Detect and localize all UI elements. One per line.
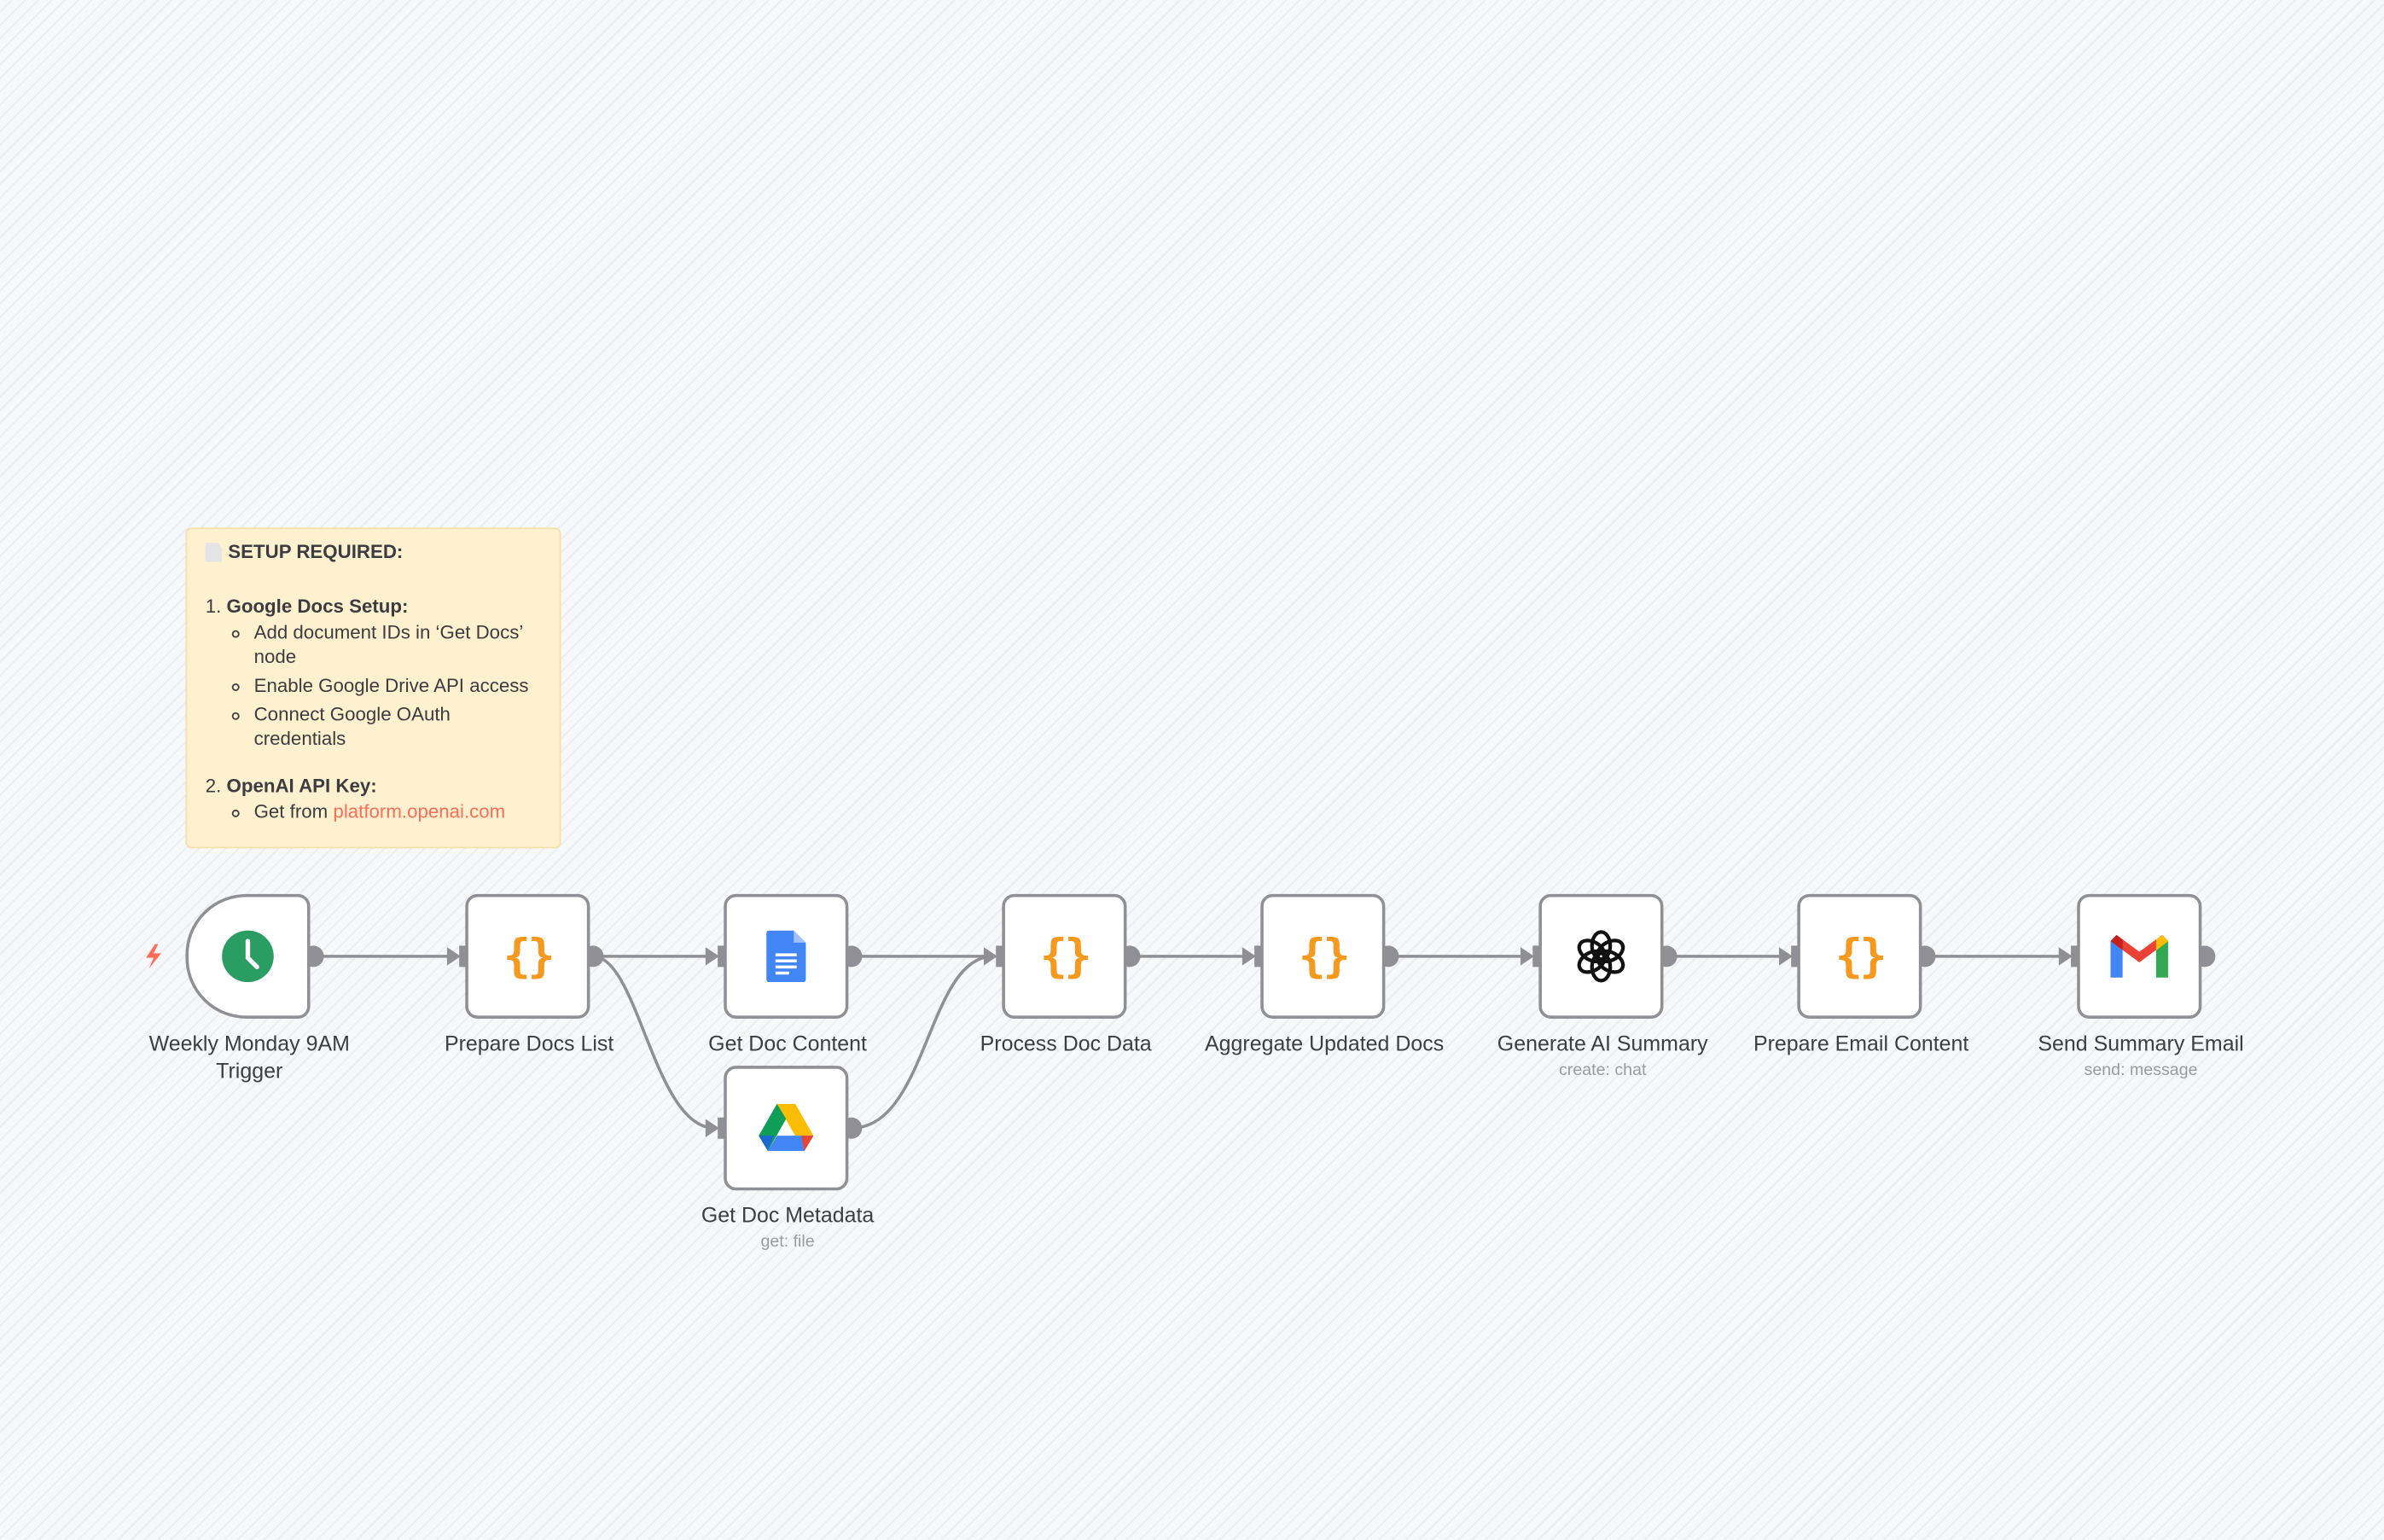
setup-step: OpenAI API Key: Get from platform.openai… xyxy=(227,776,542,824)
arrowhead xyxy=(983,947,997,966)
node-label: Generate AI Summary xyxy=(1497,1031,1708,1055)
node-prepare-docs-list[interactable]: {} xyxy=(465,893,590,1019)
node-send-summary-email[interactable] xyxy=(2077,893,2202,1019)
node-label: Aggregate Updated Docs xyxy=(1205,1031,1445,1055)
edge xyxy=(592,955,715,1130)
code-braces-icon: {} xyxy=(1835,929,1887,984)
page-icon xyxy=(205,542,223,562)
arrowhead xyxy=(705,1119,719,1137)
node-subtitle: send: message xyxy=(2084,1061,2198,1080)
input-port[interactable] xyxy=(459,945,468,968)
node-label: Get Doc Metadata xyxy=(701,1202,875,1228)
input-port[interactable] xyxy=(996,945,1005,968)
openai-platform-link[interactable]: platform.openai.com xyxy=(333,801,506,823)
node-process-doc-data[interactable]: {} xyxy=(1002,893,1127,1019)
node-trigger[interactable] xyxy=(185,893,311,1019)
setup-sticky-note[interactable]: SETUP REQUIRED: Google Docs Setup: Add d… xyxy=(185,527,561,849)
node-subtitle: get: file xyxy=(760,1233,815,1252)
code-braces-icon: {} xyxy=(503,929,555,984)
clock-icon xyxy=(220,929,275,984)
edge xyxy=(851,955,993,1130)
setup-item: Get from platform.openai.com xyxy=(254,799,542,824)
code-braces-icon: {} xyxy=(1298,929,1351,984)
setup-item: Add document IDs in ‘Get Docs’ node xyxy=(254,620,542,669)
node-label: Process Doc Data xyxy=(980,1031,1152,1055)
input-port[interactable] xyxy=(2071,945,2080,968)
gmail-icon xyxy=(2110,934,2169,978)
node-label: Get Doc Content xyxy=(708,1031,867,1055)
node-label: Prepare Docs List xyxy=(444,1031,614,1055)
input-port[interactable] xyxy=(718,1117,727,1139)
google-drive-icon xyxy=(759,1103,814,1153)
node-get-doc-metadata[interactable] xyxy=(724,1066,849,1191)
code-braces-icon: {} xyxy=(1039,929,1092,984)
trigger-bolt-icon xyxy=(146,944,161,969)
setup-item: Enable Google Drive API access xyxy=(254,673,542,698)
node-subtitle: create: chat xyxy=(1558,1061,1647,1080)
google-docs-icon xyxy=(766,930,806,983)
input-port[interactable] xyxy=(1791,945,1800,968)
setup-item: Connect Google OAuth credentials xyxy=(254,702,542,751)
node-generate-ai-summary[interactable] xyxy=(1538,893,1664,1019)
input-port[interactable] xyxy=(1532,945,1542,968)
arrowhead xyxy=(446,947,461,966)
arrowhead xyxy=(1241,947,1256,966)
node-label: Send Summary Email xyxy=(2038,1031,2244,1055)
arrowhead xyxy=(1778,947,1793,966)
input-port[interactable] xyxy=(1254,945,1264,968)
node-label: Weekly Monday 9AM Trigger xyxy=(148,1031,350,1083)
arrowhead xyxy=(1521,947,1535,966)
input-port[interactable] xyxy=(718,945,727,968)
openai-icon xyxy=(1573,929,1628,984)
setup-step: Google Docs Setup: Add document IDs in ‘… xyxy=(227,596,542,752)
node-prepare-email-content[interactable]: {} xyxy=(1797,893,1922,1019)
arrowhead xyxy=(2058,947,2073,966)
node-get-doc-content[interactable] xyxy=(724,893,849,1019)
node-label: Prepare Email Content xyxy=(1753,1031,1969,1055)
sticky-title: SETUP REQUIRED: xyxy=(228,541,404,563)
node-aggregate-updated-docs[interactable]: {} xyxy=(1260,893,1386,1019)
arrowhead xyxy=(705,947,719,966)
